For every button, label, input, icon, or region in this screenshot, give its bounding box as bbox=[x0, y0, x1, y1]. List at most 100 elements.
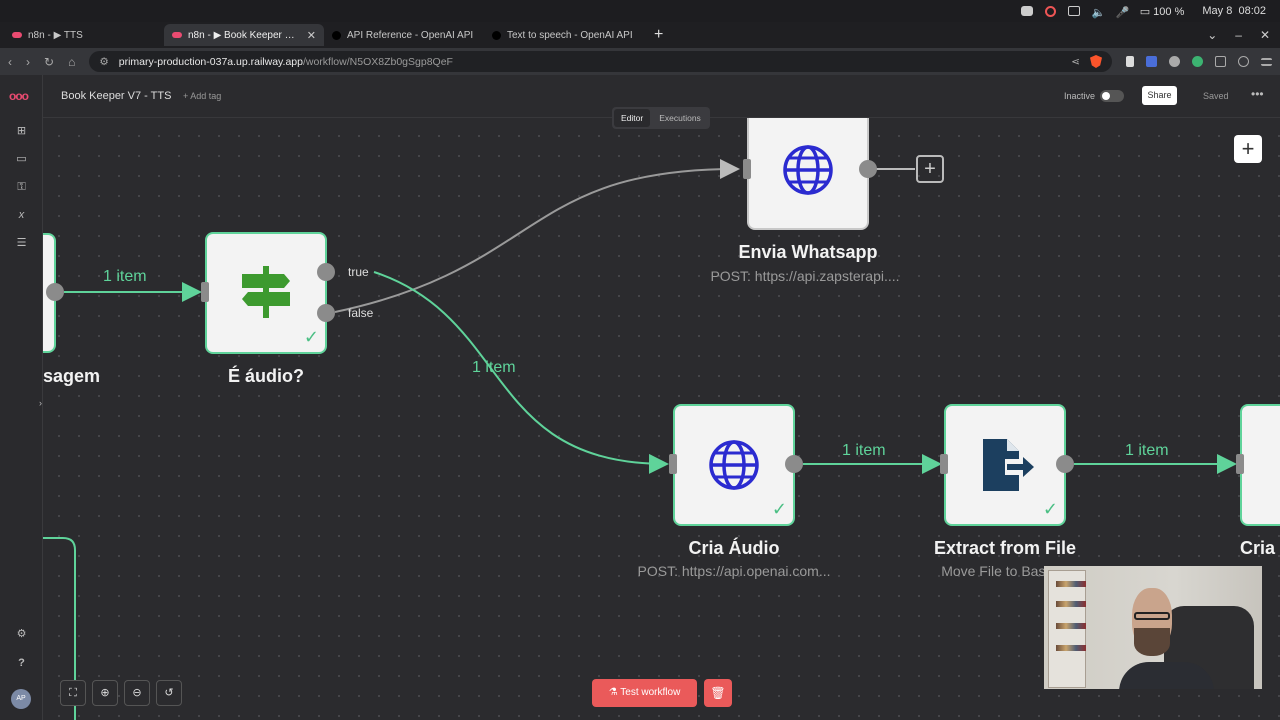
back-icon[interactable]: ‹ bbox=[8, 54, 12, 69]
discord-icon[interactable] bbox=[1020, 6, 1033, 16]
input-port[interactable] bbox=[743, 159, 751, 179]
test-workflow-button[interactable]: ⚗ Test workflow bbox=[592, 679, 697, 707]
extension-bookmark-icon[interactable] bbox=[1126, 56, 1134, 67]
more-options-icon[interactable]: ••• bbox=[1251, 87, 1264, 101]
site-settings-icon[interactable]: ⚙ bbox=[99, 55, 109, 68]
status-label: Inactive bbox=[1064, 91, 1096, 101]
browser-tab-text-to-speech[interactable]: Text to speech - OpenAI API bbox=[484, 24, 644, 46]
add-tag-button[interactable]: + Add tag bbox=[183, 91, 222, 101]
output-port[interactable] bbox=[46, 283, 64, 301]
new-tab-button[interactable]: + bbox=[654, 26, 664, 43]
output-port[interactable] bbox=[785, 455, 803, 473]
extensions-area bbox=[1126, 56, 1272, 67]
node-extract-from-file[interactable]: ✓ bbox=[944, 404, 1066, 526]
connections-layer bbox=[43, 159, 1237, 720]
edge-item-count: 1 item bbox=[472, 359, 516, 376]
avatar[interactable]: AP bbox=[11, 689, 31, 709]
date-label: May 8 bbox=[1202, 5, 1233, 17]
add-next-node-button[interactable]: + bbox=[916, 155, 944, 183]
extension-globe-icon[interactable] bbox=[1169, 56, 1180, 67]
input-port[interactable] bbox=[201, 282, 209, 302]
input-port[interactable] bbox=[669, 454, 677, 474]
templates-icon[interactable]: ▭ bbox=[16, 153, 27, 165]
browser-tab-api-reference[interactable]: API Reference - OpenAI API bbox=[324, 24, 484, 46]
browser-tab-strip: n8n - ▶ TTS n8n - ▶ Book Keeper V7 - TTS… bbox=[0, 22, 1280, 48]
workflows-icon[interactable]: ⊞ bbox=[16, 125, 27, 137]
edge-item-count: 1 item bbox=[103, 268, 147, 285]
brave-shields-icon[interactable] bbox=[1090, 55, 1102, 68]
node-audio-check[interactable]: ✓ bbox=[205, 232, 327, 354]
expand-sidebar-icon[interactable]: › bbox=[39, 398, 42, 408]
node-cria-audio[interactable]: ✓ bbox=[673, 404, 795, 526]
active-toggle[interactable] bbox=[1100, 90, 1124, 102]
tab-list-chevron-icon[interactable]: ⌄ bbox=[1207, 28, 1218, 42]
minimize-icon[interactable]: – bbox=[1235, 28, 1242, 42]
volume-icon[interactable]: 🔈 bbox=[1091, 7, 1106, 19]
tab-executions[interactable]: Executions bbox=[659, 113, 701, 123]
microphone-icon[interactable]: 🎤 bbox=[1115, 7, 1130, 19]
clock[interactable]: May 8 08:02 bbox=[1202, 5, 1266, 17]
n8n-favicon-icon bbox=[172, 32, 182, 38]
forward-icon[interactable]: › bbox=[26, 54, 30, 69]
edge-item-count: 1 item bbox=[1125, 442, 1169, 459]
settings-icon[interactable]: ⚙ bbox=[16, 628, 27, 640]
tab-editor[interactable]: Editor bbox=[614, 109, 651, 127]
extension-shield-icon[interactable] bbox=[1146, 56, 1157, 67]
zoom-to-fit-icon[interactable]: ⛶ bbox=[60, 680, 86, 706]
variables-icon[interactable]: x bbox=[18, 209, 25, 221]
close-window-icon[interactable]: ✕ bbox=[1259, 28, 1270, 42]
help-icon[interactable]: ? bbox=[18, 657, 25, 669]
open-nodes-panel-button[interactable]: + bbox=[1234, 135, 1262, 163]
delete-execution-button[interactable]: 🗑 bbox=[704, 679, 732, 707]
file-export-icon bbox=[983, 439, 1034, 491]
saved-indicator: Saved bbox=[1203, 91, 1229, 101]
input-port[interactable] bbox=[940, 454, 948, 474]
share-page-icon[interactable]: ⋖ bbox=[1071, 55, 1080, 68]
extension-green-icon[interactable] bbox=[1192, 56, 1203, 67]
window-icon[interactable] bbox=[1067, 6, 1080, 16]
battery-indicator[interactable]: ▭ 100 % bbox=[1140, 5, 1185, 18]
credentials-icon[interactable]: ⚿ bbox=[17, 181, 26, 193]
true-output-port[interactable] bbox=[317, 263, 335, 281]
home-icon[interactable]: ⌂ bbox=[68, 54, 76, 69]
false-output-port[interactable] bbox=[317, 304, 335, 322]
workflow-title[interactable]: Book Keeper V7 - TTS bbox=[61, 90, 172, 102]
browser-tab-tts[interactable]: n8n - ▶ TTS bbox=[4, 24, 164, 46]
if-signpost-icon bbox=[242, 266, 290, 318]
reload-icon[interactable]: ↻ bbox=[44, 54, 55, 69]
media-icon[interactable] bbox=[1238, 56, 1249, 67]
n8n-logo-icon[interactable]: ooo bbox=[9, 89, 29, 103]
node-cria-next[interactable] bbox=[1240, 404, 1280, 526]
node-subtitle: POST: https://api.openai.com... bbox=[637, 563, 831, 579]
address-bar[interactable]: ⚙ primary-production-037a.up.railway.app… bbox=[89, 51, 1112, 72]
connection-false-to-whatsapp[interactable] bbox=[334, 159, 740, 313]
n8n-favicon-icon bbox=[12, 32, 22, 38]
executions-list-icon[interactable]: ☰ bbox=[16, 237, 27, 249]
node-envia-whatsapp[interactable] bbox=[747, 118, 869, 230]
browser-menu-icon[interactable] bbox=[1261, 57, 1272, 66]
globe-icon bbox=[709, 440, 759, 490]
connection-loop-back[interactable] bbox=[43, 537, 76, 720]
bookshelf bbox=[1048, 570, 1086, 688]
time-label: 08:02 bbox=[1238, 5, 1266, 17]
extension-puzzle-icon[interactable] bbox=[1215, 56, 1226, 67]
browser-toolbar: ‹ › ↻ ⌂ ⚙ primary-production-037a.up.rai… bbox=[0, 48, 1280, 75]
reset-zoom-icon[interactable]: ↺ bbox=[156, 680, 182, 706]
os-top-bar: 🔈 🎤 ▭ 100 % May 8 08:02 bbox=[0, 0, 1280, 22]
success-check-icon: ✓ bbox=[303, 327, 319, 347]
browser-tab-book-keeper[interactable]: n8n - ▶ Book Keeper V7 - TTS ✕ bbox=[164, 24, 324, 46]
share-button[interactable]: Share bbox=[1142, 86, 1177, 105]
node-label: Cria Áudio bbox=[688, 538, 780, 558]
workflow-canvas[interactable]: sagem 1 item ✓ true false É áudio? bbox=[43, 118, 1280, 720]
node-label: Envia Whatsapp bbox=[738, 242, 878, 262]
zoom-out-icon[interactable]: ⊖ bbox=[124, 680, 150, 706]
connection-true-to-cria-audio[interactable] bbox=[373, 271, 669, 474]
input-port[interactable] bbox=[1236, 454, 1244, 474]
output-port[interactable] bbox=[1056, 455, 1074, 473]
close-tab-icon[interactable]: ✕ bbox=[306, 29, 316, 42]
node-label: Cria bbox=[1240, 538, 1276, 558]
branch-label-true: true bbox=[348, 265, 369, 279]
zoom-in-icon[interactable]: ⊕ bbox=[92, 680, 118, 706]
record-icon[interactable] bbox=[1044, 5, 1056, 17]
output-port[interactable] bbox=[859, 160, 877, 178]
